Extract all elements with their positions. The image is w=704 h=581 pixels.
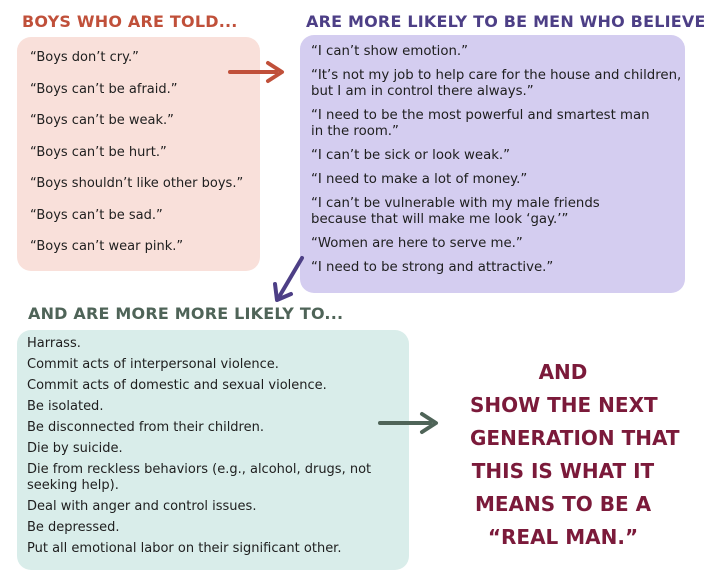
outcome-item-2: Commit acts of interpersonal violence. [27,357,409,373]
men-belief-item-2-line: “It’s not my job to help care for the ho… [311,68,682,83]
men-belief-item-4-line: “I can’t be sick or look weak.” [311,148,511,163]
boys-told-item-6-line: “Boys can’t be sad.” [30,207,163,223]
outcome-item-10-line: Put all emotional labor on their signifi… [27,541,342,556]
boys-told-item-2-line: “Boys can’t be afraid.” [30,81,178,97]
boys-told-item-6: “Boys can’t be sad.” [30,208,260,224]
boys-told-item-4: “Boys can’t be hurt.” [30,145,260,161]
outcomes-box: Harrass. Commit acts of interpersonal vio… [17,330,409,570]
men-believe-box: “I can’t show emotion.” “It’s not my job … [300,35,685,293]
heading-men-believe: Are more likely to be men who believe... [306,12,704,31]
arrow-conclusion-head [420,412,438,434]
outcome-item-1: Harrass. [27,336,409,352]
men-belief-item-2: “It’s not my job to help care for the ho… [311,68,685,100]
boys-told-item-4-line: “Boys can’t be hurt.” [30,144,167,160]
outcome-item-1-line: Harrass. [27,336,81,351]
boys-told-item-1-line: “Boys don’t cry.” [30,50,139,65]
outcome-item-9: Be depressed. [27,520,409,536]
heading-boys-told: Boys who are told... [22,12,238,31]
conclusion-line: And [538,360,588,384]
conclusion-line: generation that [470,426,680,450]
arrow-right-head [266,61,284,83]
outcome-item-3-line: Commit acts of domestic and sexual viole… [27,378,327,393]
men-belief-item-4: “I can’t be sick or look weak.” [311,148,685,164]
boys-told-item-7-line: “Boys can’t wear pink.” [30,239,184,254]
men-belief-item-6-line: because that will make me look ‘gay.’” [311,212,569,227]
outcome-item-4: Be isolated. [27,399,409,415]
conclusion-line: means to be a [474,492,652,516]
boys-told-item-5: “Boys shouldn’t like other boys.” [30,176,260,192]
outcome-item-3: Commit acts of domestic and sexual viole… [27,378,409,394]
arrow-down-left-head [273,282,293,302]
arrow-right-icon [228,61,284,83]
men-belief-item-1-line: “I can’t show emotion.” [311,44,469,59]
outcome-item-7-line: seeking help). [27,478,119,493]
men-belief-item-3: “I need to be the most powerful and smar… [311,108,685,140]
outcome-item-6-line: Die by suicide. [27,441,123,456]
men-belief-item-1: “I can’t show emotion.” [311,44,685,60]
conclusion-line: this is what it [471,459,655,483]
boys-told-item-7: “Boys can’t wear pink.” [30,239,260,255]
men-belief-item-8-line: “I need to be strong and attractive.” [311,260,554,275]
men-belief-item-3-line: in the room.” [311,124,399,139]
heading-more-likely: And are more more likely to... [28,304,344,323]
outcome-item-9-line: Be depressed. [27,520,120,535]
men-belief-item-3-line: “I need to be the most powerful and smar… [311,108,650,123]
boys-told-item-2: “Boys can’t be afraid.” [30,82,260,98]
outcome-item-5: Be disconnected from their children. [27,420,409,436]
boys-told-item-3-line: “Boys can’t be weak.” [30,113,174,128]
outcome-item-4-line: Be isolated. [27,399,104,414]
conclusion-line: show the next [470,393,658,417]
men-belief-item-7-line: “Women are here to serve me.” [311,236,523,251]
arrow-right-conclusion-icon [378,412,438,434]
men-belief-item-7: “Women are here to serve me.” [311,236,685,252]
outcome-item-5-line: Be disconnected from their children. [27,420,264,435]
boys-told-item-5-line: “Boys shouldn’t like other boys.” [30,176,244,191]
men-belief-item-5: “I need to make a lot of money.” [311,172,685,188]
men-belief-item-6-line: “I can’t be vulnerable with my male frie… [311,196,600,211]
men-belief-item-6: “I can’t be vulnerable with my male frie… [311,196,685,228]
arrow-down-left-shaft [277,256,304,299]
outcome-item-10: Put all emotional labor on their signifi… [27,541,409,557]
boys-told-item-3: “Boys can’t be weak.” [30,113,260,129]
outcome-item-2-line: Commit acts of interpersonal violence. [27,357,279,372]
arrow-down-left-icon [273,256,304,302]
boys-told-item-1: “Boys don’t cry.” [30,50,260,66]
outcome-item-8-line: Deal with anger and control issues. [27,499,257,514]
outcome-item-7: Die from reckless behaviors (e.g., alcoh… [27,462,409,494]
outcome-item-6: Die by suicide. [27,441,409,457]
conclusion-text: And show the next generation that this is w… [470,356,680,554]
outcome-item-7-line: Die from reckless behaviors (e.g., alcoh… [27,462,372,477]
boys-told-box: “Boys don’t cry.” “Boys can’t be afraid.”… [17,37,260,271]
men-belief-item-5-line: “I need to make a lot of money.” [311,172,528,187]
men-belief-item-8: “I need to be strong and attractive.” [311,260,685,276]
outcome-item-8: Deal with anger and control issues. [27,499,409,515]
men-belief-item-2-line: but I am in control there always.” [311,84,534,99]
